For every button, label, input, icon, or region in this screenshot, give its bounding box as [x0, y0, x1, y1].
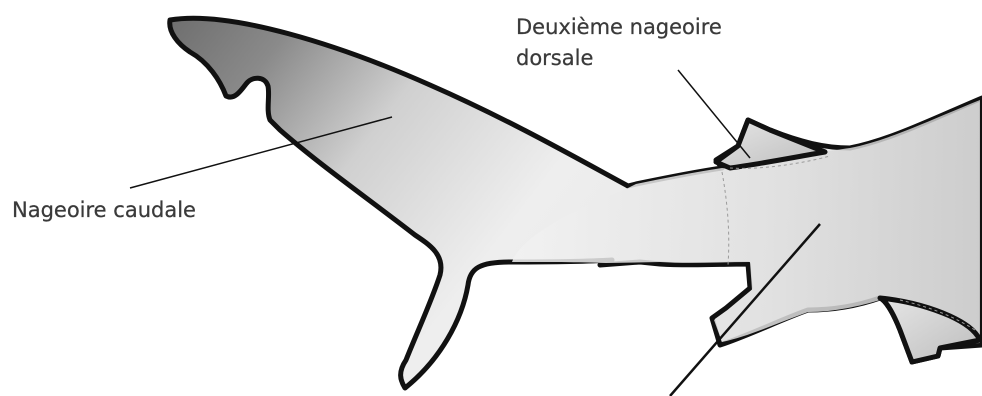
- fin-boundary-vertical: [721, 171, 730, 266]
- anal-fin: [877, 295, 982, 365]
- second-dorsal-fin-label-line2: dorsale: [516, 46, 594, 70]
- pointer-line-dorsal: [677, 69, 751, 159]
- second-dorsal-fin-label-line1: Deuxième nageoire: [516, 15, 722, 39]
- fin-boundary-dorsal: [729, 155, 831, 169]
- shark-body-rear: [512, 100, 980, 360]
- caudal-fin-label: Nageoire caudale: [12, 198, 196, 222]
- fin-boundary-anal: [899, 299, 976, 331]
- second-dorsal-fin: [713, 117, 828, 171]
- pointer-line-lower: [669, 223, 821, 396]
- pointer-line-caudal: [129, 116, 393, 189]
- second-dorsal-fin-label: Deuxième nageoire dorsale: [516, 12, 722, 74]
